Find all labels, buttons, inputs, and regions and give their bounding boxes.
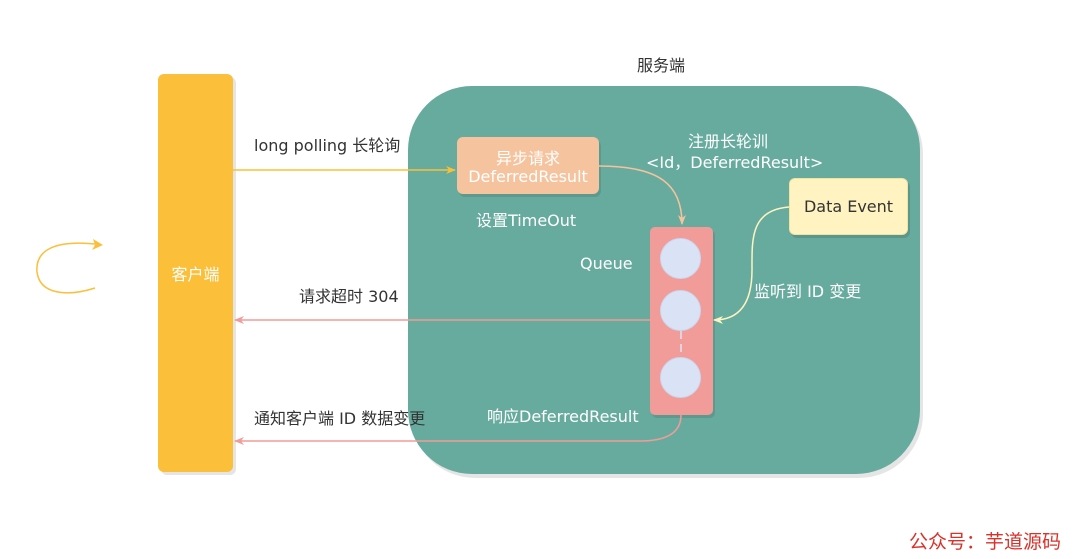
listen-change-label: 监听到 ID 变更 xyxy=(754,282,862,301)
async-request-box: 异步请求 DeferredResult xyxy=(457,137,599,194)
notify-arrow xyxy=(234,414,682,445)
request-timeout-label: 请求超时 304 xyxy=(299,287,399,306)
register-arrow xyxy=(598,165,686,225)
loop-arrow-icon xyxy=(36,242,96,294)
response-deferred-label: 响应DeferredResult xyxy=(487,407,639,426)
register-label-line1: 注册长轮训 xyxy=(688,132,769,151)
register-label-line2: <Id，DeferredResult> xyxy=(646,153,824,172)
queue-item xyxy=(660,357,701,398)
queue-label: Queue xyxy=(580,254,633,273)
long-polling-label: long polling 长轮询 xyxy=(254,136,401,155)
client-label: 客户端 xyxy=(171,265,220,284)
set-timeout-label: 设置TimeOut xyxy=(476,211,577,230)
async-request-line2: DeferredResult xyxy=(468,167,588,186)
data-event-box: Data Event xyxy=(789,178,908,235)
loop-arrow-head-icon xyxy=(92,239,103,250)
async-request-line1: 异步请求 xyxy=(495,149,560,168)
queue-item xyxy=(660,290,701,331)
client-box: 客户端 xyxy=(158,74,233,472)
watermark: 公众号：芋道源码 xyxy=(909,531,1062,553)
listen-arrow xyxy=(713,206,790,324)
data-event-label: Data Event xyxy=(803,197,894,216)
notify-client-label: 通知客户端 ID 数据变更 xyxy=(254,409,426,428)
queue-item xyxy=(660,238,701,279)
server-title: 服务端 xyxy=(637,56,686,75)
